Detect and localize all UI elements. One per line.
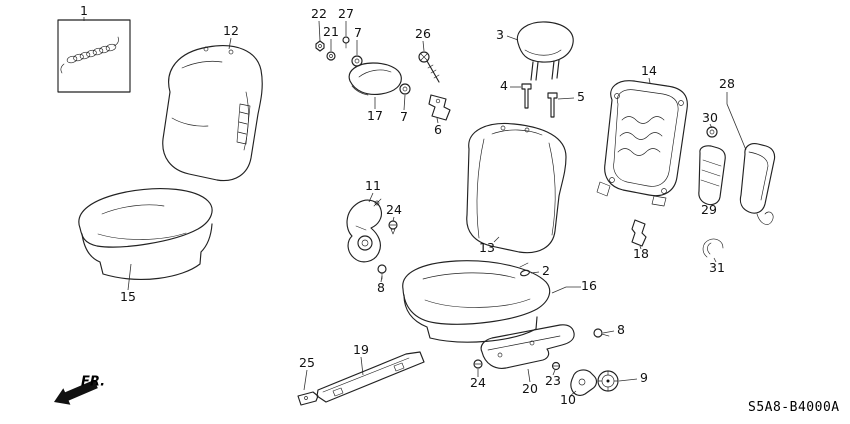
callout-7b: 7: [400, 108, 408, 124]
part-9-knob-drawing: [597, 370, 619, 392]
callout-11: 11: [365, 177, 381, 193]
part-6-bracket-drawing: [428, 94, 451, 121]
callout-13: 13: [479, 239, 495, 255]
callout-28: 28: [719, 75, 735, 91]
part-3-headrest-drawing: [516, 21, 574, 81]
fr-direction-arrow: [54, 379, 98, 405]
callout-15: 15: [120, 288, 136, 304]
callout-2: 2: [542, 262, 550, 278]
part-30-grommet-drawing: [706, 126, 718, 138]
callout-30: 30: [702, 109, 718, 125]
part-24b-screw-drawing: [473, 359, 483, 369]
callout-14: 14: [641, 62, 657, 78]
part-29-side-shield-drawing: [698, 145, 726, 206]
part-1-spring-box-drawing: [57, 19, 131, 93]
part-10-handle-drawing: [570, 369, 598, 396]
parts-22-27-21-7-fasteners-drawing: [315, 36, 363, 67]
callout-1: 1: [80, 2, 88, 18]
part-8a-bolt-drawing: [377, 264, 387, 280]
part-26-bolt-drawing: [418, 51, 440, 83]
callout-4: 4: [500, 77, 508, 93]
callout-12: 12: [223, 22, 239, 38]
part-28-module-drawing: [739, 142, 776, 225]
part-12-seatback-cover-drawing: [162, 45, 263, 182]
part-18-lever-drawing: [631, 219, 647, 247]
part-24a-screw-drawing: [388, 220, 398, 235]
callout-24a: 24: [386, 201, 402, 217]
callout-24b: 24: [470, 374, 486, 390]
callout-9: 9: [640, 369, 648, 385]
part-23-screw-drawing: [551, 361, 561, 371]
part-17-armrest-drawing: [348, 62, 402, 96]
callout-26: 26: [415, 25, 431, 41]
callout-29: 29: [701, 201, 717, 217]
callout-19: 19: [353, 341, 369, 357]
callout-7a: 7: [354, 24, 362, 40]
leader-lines: [83, 17, 747, 397]
part-4-5-headrest-guides-drawing: [521, 83, 558, 118]
callout-27: 27: [338, 5, 354, 21]
callout-16: 16: [581, 277, 597, 293]
fr-direction-label: FR.: [80, 374, 106, 390]
callout-18: 18: [633, 245, 649, 261]
callout-21: 21: [323, 23, 339, 39]
callout-22: 22: [311, 5, 327, 21]
callout-3: 3: [496, 26, 504, 42]
callout-8a: 8: [377, 279, 385, 295]
diagram-code: S5A8-B4000A: [748, 400, 840, 415]
part-25-bracket-drawing: [297, 391, 319, 406]
part-16-cushion-pad-drawing: [402, 260, 551, 343]
part-11-recliner-drawing: [346, 198, 383, 263]
part-7b-washer-drawing: [399, 83, 411, 95]
part-20-track-cover-drawing: [480, 324, 575, 369]
part-15-seat-cushion-drawing: [78, 188, 213, 280]
part-19-inner-rail-drawing: [316, 351, 425, 403]
part-31-wire-clip-drawing: [702, 238, 724, 258]
callout-10: 10: [560, 391, 576, 407]
callout-8b: 8: [617, 321, 625, 337]
part-8b-bolt-drawing: [593, 328, 610, 338]
callout-17: 17: [367, 107, 383, 123]
callout-5: 5: [577, 88, 585, 104]
callout-6: 6: [434, 121, 442, 137]
callout-20: 20: [522, 380, 538, 396]
callout-25: 25: [299, 354, 315, 370]
callout-31: 31: [709, 259, 725, 275]
callout-23: 23: [545, 372, 561, 388]
part-13-seatback-pad-drawing: [466, 122, 567, 254]
part-14-seatback-frame-drawing: [596, 80, 688, 207]
